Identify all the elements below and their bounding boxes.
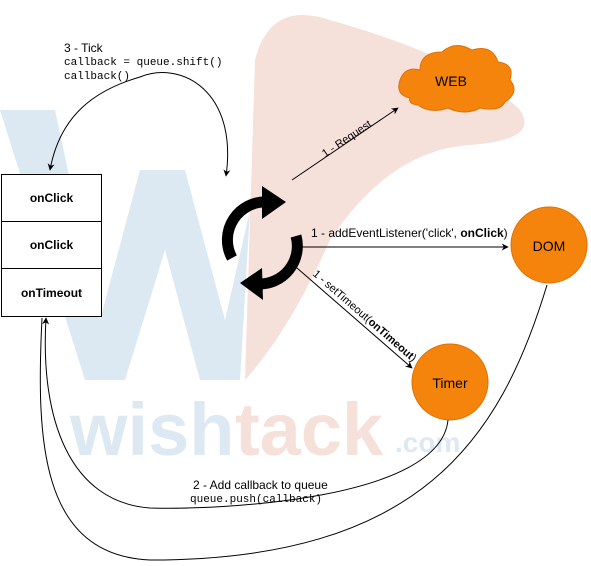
edge-set-timeout <box>296 267 413 369</box>
web-label: WEB <box>435 73 467 89</box>
watermark-text-b: tack <box>235 388 384 471</box>
web-cloud <box>398 45 515 113</box>
add-listener-label: 1 - addEventListener('click', onClick) <box>311 226 508 240</box>
queue-item: onClick <box>2 175 101 222</box>
queue-item: onTimeout <box>20 285 83 300</box>
event-loop-arrowheads <box>240 186 286 300</box>
dom-label: DOM <box>532 238 566 254</box>
callback-queue: onClick onClick onTimeout <box>1 174 102 317</box>
watermark-text-c: .com <box>395 427 460 458</box>
dom-node <box>510 206 588 284</box>
event-loop-icon <box>221 196 303 290</box>
queue-item: onClick <box>2 222 101 269</box>
edge-dom-to-queue <box>39 284 548 561</box>
edge-tick <box>47 72 231 177</box>
edge-request <box>291 107 399 181</box>
push-code: queue.push(callback) <box>190 494 323 506</box>
tick-code-line2: callback() <box>64 71 131 83</box>
edge-timer-to-queue <box>42 317 449 509</box>
push-title: 2 - Add callback to queue <box>193 478 328 492</box>
tick-code-line1: callback = queue.shift() <box>64 57 223 69</box>
timer-label: Timer <box>432 375 468 391</box>
tick-title: 3 - Tick <box>64 41 103 55</box>
watermark-text-a: wish <box>69 388 234 471</box>
timer-node <box>411 343 489 421</box>
